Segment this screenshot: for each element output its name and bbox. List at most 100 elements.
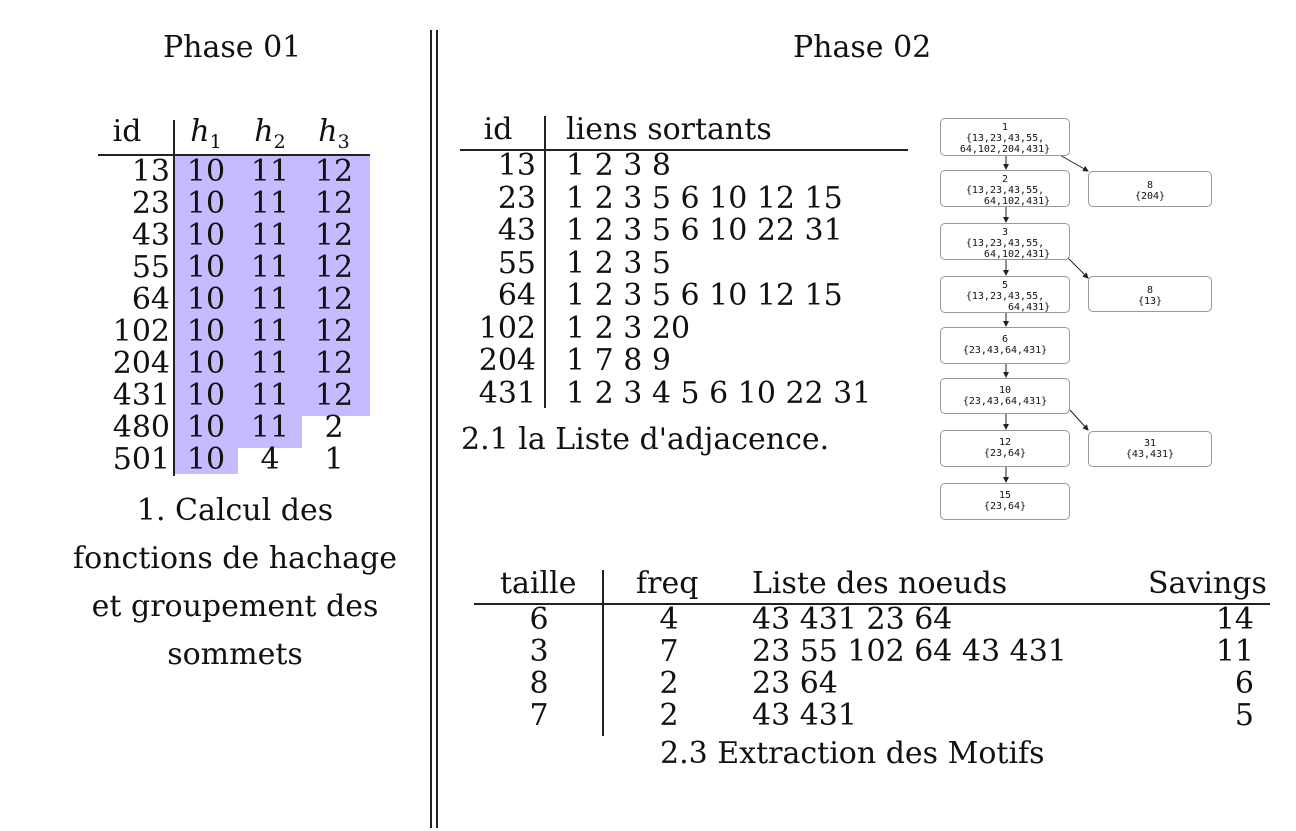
row-h3: 12	[314, 282, 354, 317]
row-h3: 12	[314, 250, 354, 285]
row-h2: 11	[250, 186, 290, 221]
row-id: 23	[131, 186, 170, 221]
motif-freq: 7	[659, 634, 679, 669]
tree-node: 3{13,23,43,55, 64,102,431}	[940, 223, 1070, 260]
tree-node: 12{23,64}	[940, 430, 1070, 467]
row-h2: 11	[250, 378, 290, 413]
tree-edge	[1067, 257, 1089, 279]
adj-row-id: 431	[478, 375, 536, 411]
caption-line: fonctions de hachage	[73, 541, 397, 576]
motifs-header-rule	[474, 603, 1270, 605]
row-h1: 10	[186, 154, 226, 189]
hash-table-header: id h1 h2 h3	[98, 114, 378, 154]
row-h2: 11	[250, 346, 290, 381]
row-h3: 12	[314, 346, 354, 381]
motif-freq: 4	[659, 602, 679, 637]
tree-node: 8{13}	[1088, 276, 1212, 312]
row-h3: 12	[314, 314, 354, 349]
highlight-h3	[302, 154, 370, 416]
row-h3: 12	[314, 218, 354, 253]
row-id: 501	[112, 442, 170, 477]
adj-row-links: 1 2 3 8	[566, 148, 671, 183]
table-row: 23 10 11 12	[98, 188, 378, 220]
motifs-column-rule	[602, 570, 604, 736]
row-h1: 10	[186, 346, 226, 381]
adj-column-rule	[544, 116, 546, 408]
row-h1: 10	[186, 250, 226, 285]
adj-row-links: 1 2 3 20	[566, 310, 691, 346]
header-id: id	[112, 114, 142, 149]
motif-size: 8	[529, 666, 549, 701]
adj-row-links: 1 7 8 9	[566, 343, 671, 378]
row-h1: 10	[186, 314, 226, 349]
itemset-tree-diagram: 1{13,23,43,55, 64,102,204,431} 2{13,23,4…	[938, 116, 1218, 526]
tree-node: 31{43,431}	[1088, 431, 1212, 467]
phase-divider-left	[430, 30, 432, 828]
header-rule	[98, 154, 370, 156]
table-row: 501 10 4 1	[98, 444, 378, 476]
adj-header-rule	[460, 149, 908, 151]
phase2-title: Phase 02	[793, 30, 932, 65]
adj-row-id: 204	[478, 343, 536, 378]
adj-row-id: 43	[497, 213, 536, 248]
row-h1: 10	[186, 442, 226, 477]
adj-row-id: 23	[497, 180, 536, 216]
adj-row-id: 55	[497, 245, 536, 281]
row-h1: 10	[186, 410, 226, 445]
adjacency-caption: 2.1 la Liste d'adjacence.	[461, 422, 830, 457]
motif-nodes: 43 431	[752, 698, 857, 733]
motif-nodes: 23 64	[752, 666, 838, 701]
motifs-header-nodes: Liste des noeuds	[752, 566, 1008, 601]
caption-line: sommets	[167, 637, 303, 672]
motif-savings: 6	[1234, 666, 1254, 701]
tree-node: 2{13,23,43,55, 64,102,431}	[940, 170, 1070, 207]
motifs-header-size: taille	[500, 566, 577, 601]
adj-row-id: 64	[497, 278, 536, 313]
caption-line: et groupement des	[91, 589, 379, 624]
row-id: 64	[131, 282, 170, 317]
table-row: 204 10 11 12	[98, 348, 378, 380]
tree-edge	[1057, 153, 1089, 172]
row-id: 204	[112, 346, 170, 381]
header-h2: h2	[254, 114, 286, 154]
row-h2: 11	[250, 250, 290, 285]
tree-edge	[1069, 409, 1089, 431]
row-h1: 10	[186, 282, 226, 317]
row-h3: 12	[314, 186, 354, 221]
row-h1: 10	[186, 218, 226, 253]
header-h1: h1	[190, 114, 222, 154]
motif-nodes: 43 431 23 64	[752, 602, 953, 637]
row-h1: 10	[186, 186, 226, 221]
row-h2: 11	[250, 410, 290, 445]
motif-freq: 2	[659, 666, 679, 701]
row-h3: 2	[324, 410, 344, 445]
caption-line: 1. Calcul des	[136, 493, 334, 528]
row-h1: 10	[186, 378, 226, 413]
motifs-header-savings: Savings	[1148, 566, 1267, 601]
motif-size: 7	[529, 698, 549, 733]
adj-row-links: 1 2 3 5 6 10 12 15	[566, 278, 843, 313]
row-h3: 12	[314, 378, 354, 413]
row-h3: 1	[324, 442, 344, 477]
motif-freq: 2	[659, 698, 679, 733]
row-h2: 11	[250, 218, 290, 253]
row-h2: 4	[260, 442, 280, 477]
row-id: 480	[112, 410, 170, 445]
motif-savings: 5	[1234, 698, 1254, 733]
highlight-h1	[174, 154, 238, 474]
motif-savings: 14	[1215, 602, 1254, 637]
motif-size: 3	[529, 634, 549, 669]
adj-row-id: 13	[497, 148, 536, 183]
highlight-h2	[238, 154, 302, 448]
table-row: 480 10 11 2	[98, 412, 378, 444]
motifs-caption: 2.3 Extraction des Motifs	[660, 736, 1045, 771]
adj-row-links: 1 2 3 4 5 6 10 22 31	[566, 375, 872, 411]
adj-row-links: 1 2 3 5 6 10 12 15	[566, 180, 843, 216]
tree-node: 15{23,64}	[940, 483, 1070, 520]
motif-savings: 11	[1215, 634, 1254, 669]
